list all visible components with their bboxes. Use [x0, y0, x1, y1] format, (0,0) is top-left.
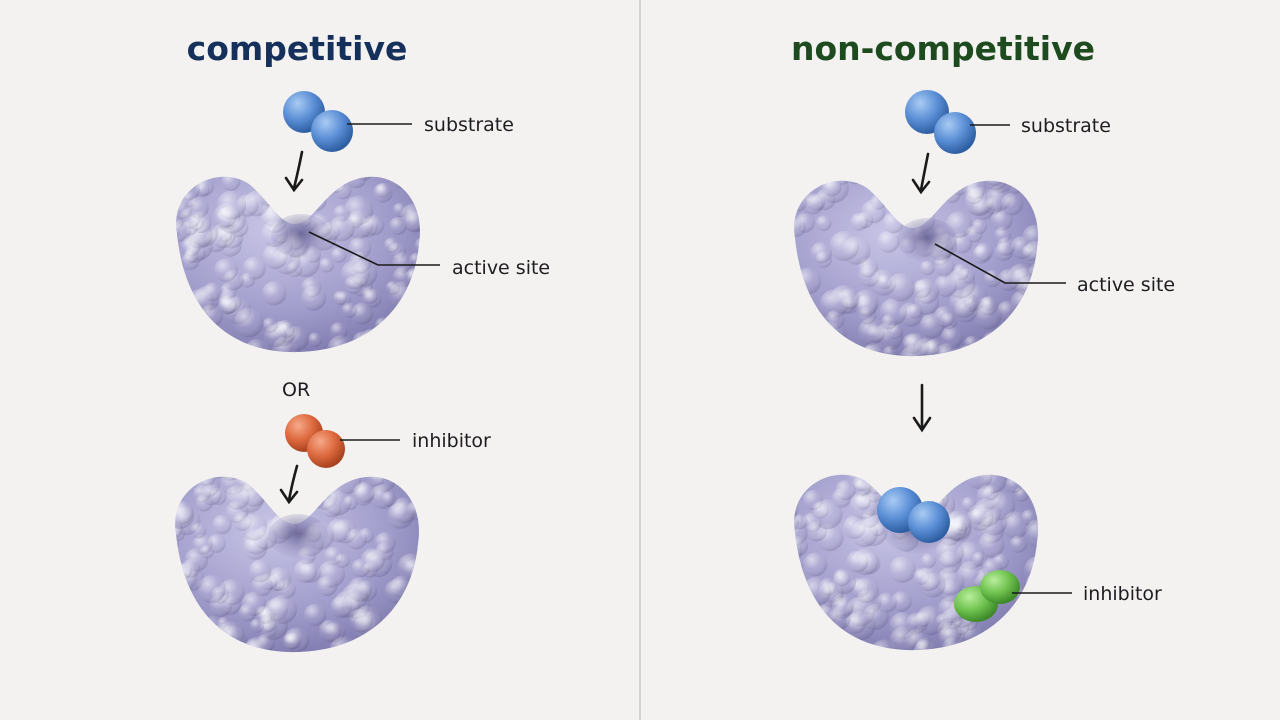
competitive-inhibitor-label: inhibitor	[412, 430, 491, 452]
competitive-title: competitive	[187, 29, 408, 68]
or-label: OR	[282, 379, 310, 401]
noncompetitive-enzyme-top	[794, 180, 1038, 357]
noncompetitive-substrate-arrow	[911, 152, 931, 195]
noncompetitive-inhibitor-label: inhibitor	[1083, 583, 1162, 605]
noncompetitive-active-site-label: active site	[1077, 274, 1175, 296]
competitive-inhibitor-arrow	[279, 464, 299, 505]
competitive-substrate	[283, 91, 353, 152]
competitive-inhibitor	[285, 414, 345, 468]
noncompetitive-substrate-label: substrate	[1021, 115, 1111, 137]
competitive-substrate-label: substrate	[424, 114, 514, 136]
competitive-enzyme-bottom	[175, 476, 419, 653]
noncompetitive-enzyme-bottom	[794, 474, 1038, 651]
noncompetitive-title: non-competitive	[791, 29, 1095, 68]
noncompetitive-bound-substrate	[877, 487, 950, 543]
noncompetitive-substrate	[905, 90, 976, 154]
competitive-substrate-arrow	[284, 150, 304, 193]
competitive-active-site-label: active site	[452, 257, 550, 279]
noncompetitive-inhibitor	[954, 570, 1020, 622]
noncompetitive-step-arrow	[912, 383, 932, 433]
